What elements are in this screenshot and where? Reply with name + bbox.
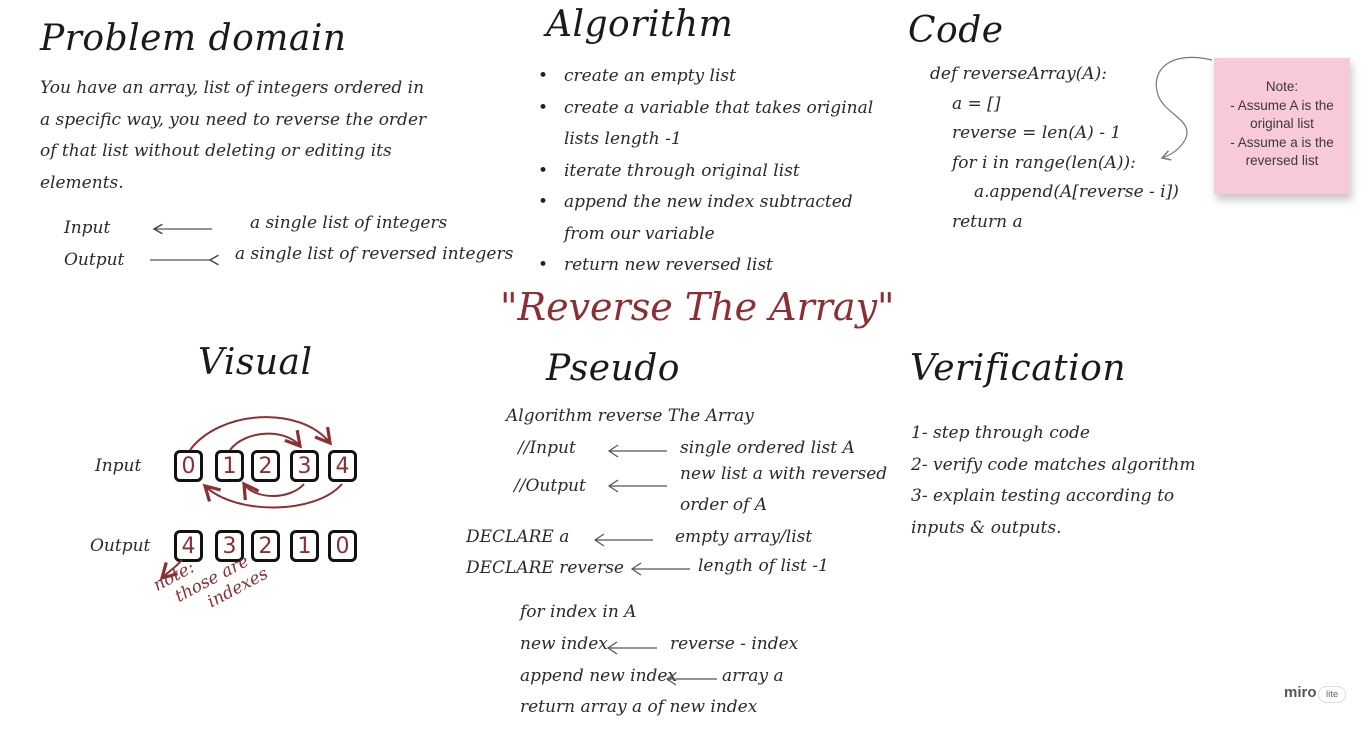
pseudo-new-index: new index: [520, 634, 608, 654]
pseudo-declare-a: DECLARE a: [466, 527, 570, 547]
swap-arrow-icon: [242, 481, 305, 501]
verification-item: 3- explain testing according to: [911, 486, 1175, 506]
code-block: def reverseArray(A): a = [] reverse = le…: [930, 60, 1179, 237]
problem-input-label: Input: [64, 218, 111, 238]
verification-heading: Verification: [910, 348, 1127, 389]
code-line-reverse: reverse = len(A) - 1: [952, 123, 1122, 143]
miro-logo[interactable]: miro: [1284, 684, 1317, 701]
verification-item: inputs & outputs.: [911, 517, 1062, 538]
problem-line-3: of that list without deleting or editing…: [40, 141, 392, 161]
input-cell: 0: [174, 450, 203, 482]
algorithm-step-cont: from our variable: [564, 223, 715, 244]
pseudo-return-line: return array a of new index: [520, 697, 758, 717]
algorithm-heading: Algorithm: [546, 4, 734, 45]
output-cell: 0: [328, 530, 357, 562]
verification-item: 2- verify code matches algorithm: [911, 454, 1196, 475]
arrowhead-icon: [630, 562, 642, 576]
pseudo-declare-reverse: DECLARE reverse: [466, 558, 624, 578]
pseudo-output-desc-1: new list a with reversed: [680, 464, 888, 484]
code-line-def: def reverseArray(A):: [930, 64, 1107, 84]
sticky-note-line: - Assume A is the: [1230, 97, 1334, 113]
pseudo-output-label: //Output: [514, 476, 586, 496]
code-line-for: for i in range(len(A)):: [952, 152, 1136, 173]
pseudo-append-line: append new index: [520, 666, 678, 686]
pseudo-declare-reverse-desc: length of list -1: [698, 556, 829, 576]
pseudo-header-line: Algorithm reverse The Array: [506, 406, 754, 426]
algorithm-list: create an empty list create a variable t…: [538, 61, 873, 282]
visual-input-label: Input: [95, 456, 142, 476]
swap-arrow-icon: [189, 416, 333, 451]
input-cell: 2: [251, 450, 280, 482]
lite-badge: lite: [1318, 686, 1347, 703]
code-heading: Code: [908, 10, 1004, 51]
problem-output-label: Output: [64, 250, 125, 270]
code-line-a: a = []: [952, 93, 1001, 114]
arrowhead-icon: [606, 641, 618, 655]
verification-item: 1- step through code: [911, 423, 1090, 443]
sticky-note-line: reversed list: [1245, 153, 1319, 168]
problem-line-2: a specific way, you need to reverse the …: [40, 109, 427, 130]
pseudo-heading: Pseudo: [546, 348, 680, 389]
pseudo-input-label: //Input: [518, 438, 576, 458]
input-cell: 4: [328, 450, 357, 482]
output-cell: 3: [215, 530, 244, 562]
visual-heading: Visual: [198, 342, 313, 383]
pseudo-append-desc: array a: [722, 666, 784, 686]
problem-line-4: elements.: [40, 172, 124, 193]
sticky-note-line: original list: [1250, 116, 1314, 131]
sticky-note-title: Note:: [1265, 79, 1299, 94]
code-line-append: a.append(A[reverse - i]): [974, 182, 1179, 202]
algorithm-step: return new reversed list: [538, 250, 873, 282]
input-cell: 1: [215, 450, 244, 482]
algorithm-step: iterate through original list: [538, 156, 873, 188]
output-cell: 1: [290, 530, 319, 562]
algorithm-step: append the new index subtracted: [538, 187, 873, 219]
problem-line-1: You have an array, list of integers orde…: [40, 78, 425, 98]
algorithm-step-cont: lists length -1: [564, 129, 682, 149]
swap-arrow-icon: [202, 483, 343, 509]
pseudo-declare-a-desc: empty array/list: [675, 527, 813, 547]
output-cell: 2: [251, 530, 280, 562]
problem-domain-text: You have an array, list of integers orde…: [40, 73, 426, 199]
verification-list: 1- step through code 2- verify code matc…: [911, 418, 1196, 544]
problem-domain-heading: Problem domain: [40, 18, 347, 59]
pseudo-for-line: for index in A: [520, 602, 637, 622]
board-title: "Reverse The Array": [500, 285, 895, 329]
arrowhead-icon: [607, 444, 619, 458]
arrowhead-icon: [607, 479, 619, 493]
input-cell: 3: [290, 450, 319, 482]
sticky-note-line: - Assume a is the: [1230, 134, 1334, 150]
pseudo-input-desc: single ordered list A: [680, 438, 855, 458]
arrowhead-icon: [593, 533, 605, 547]
pseudo-new-index-desc: reverse - index: [670, 634, 799, 654]
code-line-return: return a: [952, 211, 1023, 232]
swap-arrow-icon: [229, 429, 303, 451]
visual-output-label: Output: [90, 536, 151, 556]
algorithm-step: create a variable that takes original: [538, 93, 873, 125]
problem-output-desc: a single list of reversed integers: [235, 244, 514, 264]
sticky-note[interactable]: Note: - Assume A is the original list - …: [1214, 58, 1350, 194]
algorithm-step: create an empty list: [538, 61, 873, 93]
output-cell: 4: [174, 530, 203, 562]
pseudo-output-desc-2: order of A: [680, 495, 768, 515]
problem-input-desc: a single list of integers: [250, 213, 448, 233]
